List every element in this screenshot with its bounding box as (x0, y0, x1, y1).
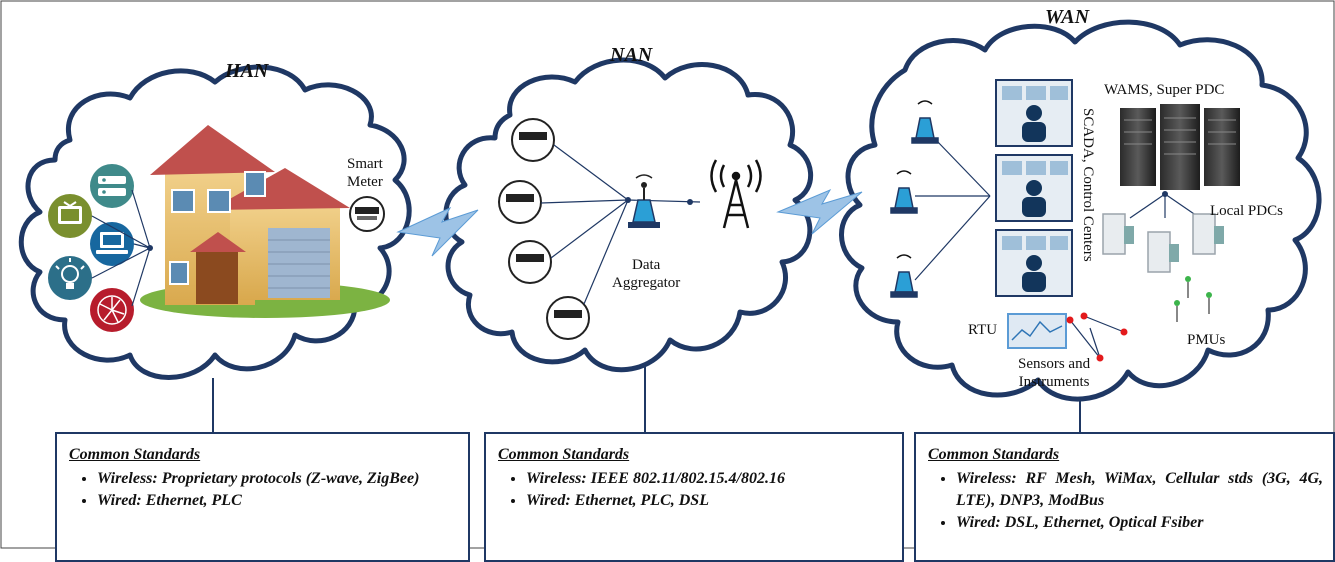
smart-meter-label: Smart Meter (347, 156, 383, 190)
router-icon (90, 164, 134, 208)
nan-cloud (443, 57, 813, 373)
rtu-icon (1007, 313, 1067, 349)
fan-icon (90, 288, 134, 332)
han-title: HAN (225, 60, 269, 82)
lightbulb-icon (48, 256, 92, 300)
local-pdcs-label: Local PDCs (1210, 203, 1283, 219)
wan-standard-wireless: Wireless: RF Mesh, WiMax, Cellular stds … (956, 468, 1323, 512)
smart-grid-network-diagram (0, 0, 1335, 549)
nan-standards-box: Common Standards Wireless: IEEE 802.11/8… (484, 432, 904, 562)
nan-standards-heading: Common Standards (498, 446, 630, 463)
meter-links (540, 144, 701, 305)
nan-standard-wired: Wired: Ethernet, PLC, DSL (526, 490, 892, 512)
pmus-label: PMUs (1187, 332, 1226, 348)
antenna-links (914, 139, 991, 281)
han-standard-wired: Wired: Ethernet, PLC (97, 490, 458, 512)
han-standards-list: Wireless: Proprietary protocols (Z-wave,… (69, 468, 458, 512)
scada-panels (995, 79, 1073, 297)
han-standard-wireless: Wireless: Proprietary protocols (Z-wave,… (97, 468, 458, 490)
pmu-icon (1174, 276, 1212, 322)
wan-standard-wired: Wired: DSL, Ethernet, Optical Fsiber (956, 512, 1323, 534)
han-standards-box: Common Standards Wireless: Proprietary p… (55, 432, 470, 562)
nan-wan-link-bolt (776, 188, 863, 235)
rtu-label: RTU (968, 322, 998, 338)
wan-standards-box: Common Standards Wireless: RF Mesh, WiMa… (914, 432, 1335, 562)
nan-title: NAN (610, 44, 653, 66)
han-standards-heading: Common Standards (69, 446, 201, 463)
sensors-icon (1069, 315, 1125, 359)
scada-control-centers-label: SCADA, Control Centers (1080, 108, 1096, 262)
house-icon (140, 125, 390, 318)
nan-standards-list: Wireless: IEEE 802.11/802.15.4/802.16 Wi… (498, 468, 892, 512)
wan-antenna-icon (890, 117, 939, 298)
wan-standards-heading: Common Standards (928, 446, 1060, 463)
wan-title: WAN (1045, 6, 1090, 28)
data-aggregator-label: Data Aggregator (612, 257, 681, 291)
nan-standard-wireless: Wireless: IEEE 802.11/802.15.4/802.16 (526, 468, 892, 490)
wams-server-icon (1120, 104, 1240, 190)
cell-tower-icon (710, 159, 762, 229)
data-aggregator-icon (628, 174, 660, 228)
sensors-instruments-label: Sensors and Instruments (1018, 356, 1091, 390)
wams-super-pdc-label: WAMS, Super PDC (1104, 82, 1225, 98)
smart-meter-icon (349, 196, 385, 232)
wan-standards-list: Wireless: RF Mesh, WiMax, Cellular stds … (928, 468, 1323, 534)
han-nan-link-bolt (396, 206, 479, 257)
tv-icon (48, 194, 92, 238)
